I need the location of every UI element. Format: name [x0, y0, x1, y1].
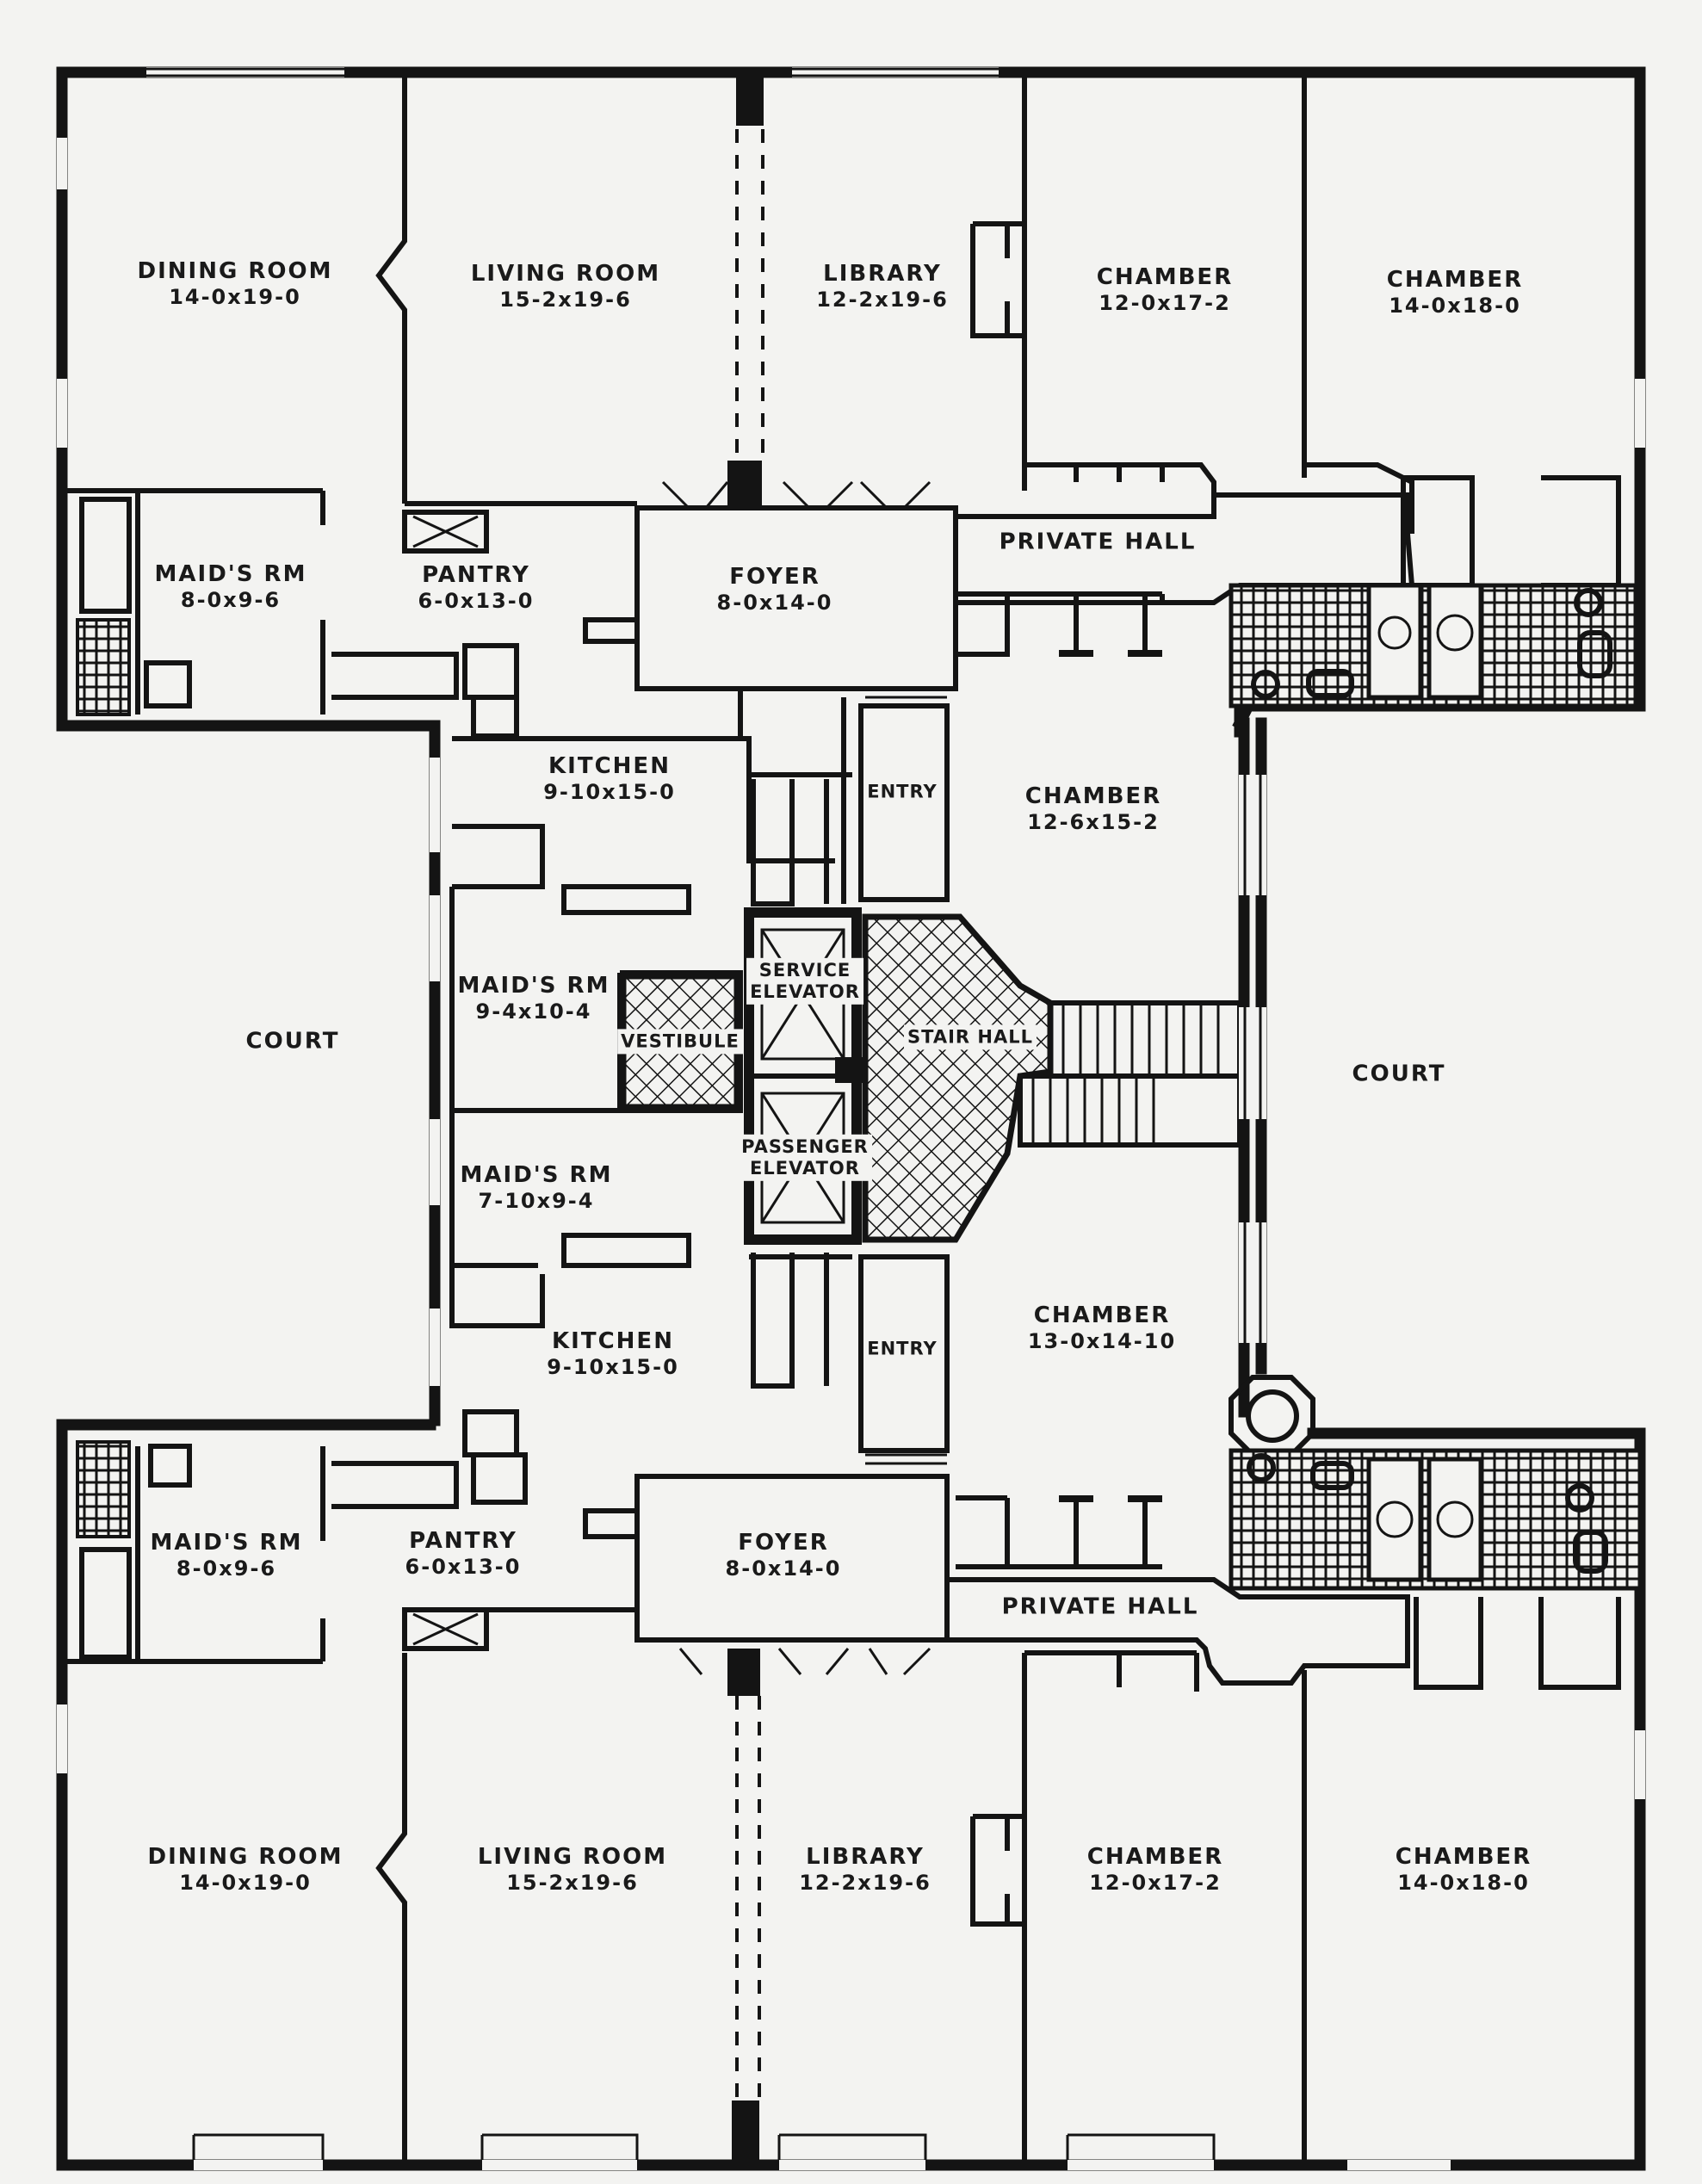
room-name: FOYER [738, 1530, 829, 1556]
room-pantry-top: PANTRY 6-0x13-0 [418, 562, 535, 614]
room-service-elevator: SERVICE ELEVATOR [746, 957, 863, 1005]
room-name: MAID'S RM [457, 973, 610, 999]
room-name: PANTRY [409, 1528, 517, 1555]
room-name: MAID'S RM [460, 1162, 613, 1189]
room-kitchen-bottom: KITCHEN 9-10x15-0 [547, 1328, 679, 1380]
room-name: LIBRARY [823, 261, 942, 288]
room-dims: 14-0x19-0 [179, 1871, 312, 1896]
room-name: CHAMBER [1024, 783, 1162, 810]
room-dining-bottom: DINING ROOM 14-0x19-0 [148, 1844, 343, 1896]
room-name-line-2: ELEVATOR [750, 1158, 860, 1179]
room-private-hall-top: PRIVATE HALL [1000, 529, 1197, 555]
room-name: PRIVATE HALL [1001, 1593, 1199, 1620]
room-name: KITCHEN [548, 753, 671, 780]
room-private-hall-bottom: PRIVATE HALL [1002, 1593, 1199, 1620]
room-maids-mid-b: MAID'S RM 7-10x9-4 [461, 1162, 613, 1214]
room-court-right: COURT [1352, 1061, 1446, 1087]
room-dining-top: DINING ROOM 14-0x19-0 [138, 258, 333, 310]
room-dims: 12-2x19-6 [799, 1871, 931, 1896]
room-dims: 9-4x10-4 [475, 999, 592, 1024]
room-dims: 13-0x14-10 [1027, 1329, 1177, 1354]
room-entry-bottom: ENTRY [867, 1338, 937, 1359]
bottom-apartment [56, 1409, 1646, 2171]
room-name: PRIVATE HALL [999, 529, 1197, 555]
room-dims: 9-10x15-0 [547, 1355, 679, 1380]
room-pantry-bottom: PANTRY 6-0x13-0 [405, 1528, 522, 1580]
room-chamber-top-b: CHAMBER 14-0x18-0 [1387, 267, 1523, 319]
room-entry-top: ENTRY [867, 781, 937, 802]
room-chamber-top-a: CHAMBER 12-0x17-2 [1097, 264, 1233, 316]
room-stair-hall: STAIR HALL [904, 1024, 1037, 1050]
room-library-top: LIBRARY 12-2x19-6 [816, 261, 949, 312]
room-dims: 8-0x9-6 [176, 1556, 277, 1581]
room-name: KITCHEN [552, 1328, 674, 1355]
room-chamber-mid-bottom: CHAMBER 13-0x14-10 [1028, 1302, 1176, 1354]
room-dims: 15-2x19-6 [506, 1871, 639, 1896]
room-court-left: COURT [246, 1028, 340, 1055]
room-dims: 9-10x15-0 [543, 780, 676, 805]
room-living-bottom: LIVING ROOM 15-2x19-6 [478, 1844, 667, 1896]
room-kitchen-top: KITCHEN 9-10x15-0 [543, 753, 676, 805]
room-chamber-mid-top: CHAMBER 12-6x15-2 [1025, 783, 1161, 835]
room-name: MAID'S RM [150, 1530, 303, 1556]
room-dims: 14-0x19-0 [169, 285, 301, 310]
room-name: LIVING ROOM [470, 261, 661, 288]
room-chamber-bottom-b: CHAMBER 14-0x18-0 [1396, 1844, 1532, 1896]
room-name: VESTIBULE [621, 1030, 740, 1052]
room-maids-mid-a: MAID'S RM 9-4x10-4 [458, 973, 610, 1024]
room-name: ENTRY [867, 781, 938, 802]
room-name: CHAMBER [1386, 267, 1524, 294]
room-dims: 15-2x19-6 [499, 288, 632, 312]
room-dims: 12-0x17-2 [1099, 291, 1231, 316]
room-vestibule: VESTIBULE [617, 1029, 743, 1055]
room-name: FOYER [729, 564, 820, 591]
room-name-line-2: ELEVATOR [750, 981, 860, 1002]
central-core [429, 687, 1315, 1465]
room-library-bottom: LIBRARY 12-2x19-6 [799, 1844, 931, 1896]
room-name: CHAMBER [1395, 1844, 1532, 1871]
room-name: PANTRY [422, 562, 530, 589]
room-dims: 7-10x9-4 [478, 1189, 595, 1214]
room-dims: 8-0x9-6 [180, 588, 282, 613]
room-dims: 6-0x13-0 [405, 1555, 522, 1580]
room-living-top: LIVING ROOM 15-2x19-6 [471, 261, 660, 312]
room-name: ENTRY [867, 1338, 938, 1359]
room-maids-bottom: MAID'S RM 8-0x9-6 [151, 1530, 303, 1581]
room-name: CHAMBER [1033, 1302, 1171, 1329]
room-foyer-top: FOYER 8-0x14-0 [717, 564, 833, 616]
room-name: DINING ROOM [137, 258, 333, 285]
room-dims: 6-0x13-0 [418, 589, 535, 614]
room-dims: 14-0x18-0 [1397, 1871, 1530, 1896]
room-name: MAID'S RM [154, 561, 307, 588]
room-name: SERVICE [758, 959, 851, 981]
room-name: LIVING ROOM [477, 1844, 668, 1871]
top-apartment [56, 66, 1646, 739]
room-name: CHAMBER [1086, 1844, 1224, 1871]
room-name: DINING ROOM [147, 1844, 343, 1871]
room-foyer-bottom: FOYER 8-0x14-0 [726, 1530, 842, 1581]
room-dims: 12-0x17-2 [1089, 1871, 1222, 1896]
room-dims: 12-6x15-2 [1027, 810, 1160, 835]
room-name: COURT [1352, 1061, 1446, 1087]
room-name: COURT [245, 1028, 340, 1055]
room-name: PASSENGER [741, 1135, 869, 1157]
room-maids-top: MAID'S RM 8-0x9-6 [155, 561, 307, 613]
room-chamber-bottom-a: CHAMBER 12-0x17-2 [1087, 1844, 1223, 1896]
room-passenger-elevator: PASSENGER ELEVATOR [738, 1134, 872, 1182]
room-name: LIBRARY [806, 1844, 925, 1871]
room-dims: 8-0x14-0 [716, 591, 833, 616]
room-name: STAIR HALL [907, 1026, 1033, 1048]
room-dims: 14-0x18-0 [1389, 294, 1521, 319]
room-dims: 8-0x14-0 [725, 1556, 842, 1581]
room-name: CHAMBER [1096, 264, 1234, 291]
room-dims: 12-2x19-6 [816, 288, 949, 312]
